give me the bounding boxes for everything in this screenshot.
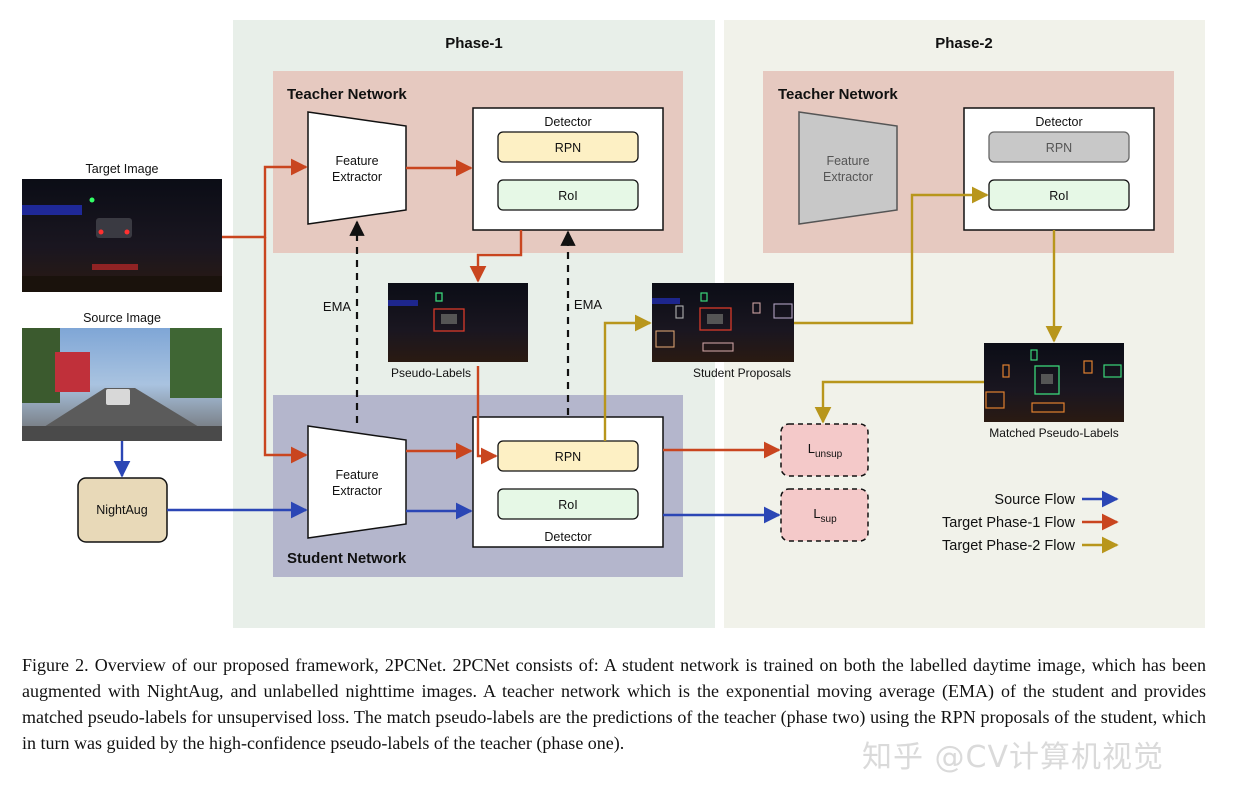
teacher-rpn-phase2 bbox=[988, 131, 1130, 163]
pseudo-labels-image bbox=[388, 283, 528, 362]
loss-sup-box bbox=[780, 488, 869, 542]
teacher-network-title-phase1: Teacher Network bbox=[287, 86, 407, 103]
student-roi-label: RoI bbox=[558, 498, 577, 512]
flow-matched-to-unsup-loss bbox=[814, 380, 984, 424]
student-feature-extractor bbox=[307, 425, 407, 539]
flow-target-to-student bbox=[263, 237, 308, 464]
teacher-roi-phase2 bbox=[988, 179, 1130, 211]
source-image-label: Source Image bbox=[83, 311, 161, 325]
teacher-detector-label-phase1: Detector bbox=[544, 115, 591, 129]
phase1-title: Phase-1 bbox=[445, 35, 503, 52]
legend-phase2-flow-label: Target Phase-2 Flow bbox=[942, 538, 1076, 554]
student-roi bbox=[497, 488, 639, 520]
teacher-fe-label2-phase2: Extractor bbox=[823, 170, 873, 184]
student-fe-label2: Extractor bbox=[332, 484, 382, 498]
legend-source-flow-label: Source Flow bbox=[994, 492, 1075, 508]
ema-label-left: EMA bbox=[323, 299, 352, 314]
target-image bbox=[22, 179, 222, 292]
target-image-label: Target Image bbox=[86, 162, 159, 176]
teacher-roi-phase1 bbox=[497, 179, 639, 211]
teacher-rpn-phase1 bbox=[497, 131, 639, 163]
teacher-roi-label-phase2: RoI bbox=[1049, 189, 1068, 203]
student-proposals-label: Student Proposals bbox=[693, 366, 791, 380]
teacher-rpn-label-phase1: RPN bbox=[555, 141, 581, 155]
student-rpn-label: RPN bbox=[555, 450, 581, 464]
legend: Source Flow Target Phase-1 Flow Target P… bbox=[942, 490, 1119, 554]
student-detector bbox=[472, 416, 664, 548]
student-network-title: Student Network bbox=[287, 550, 407, 567]
flow-proposals-to-teacher-roi bbox=[794, 186, 989, 325]
framework-diagram: Phase-1 Phase-2 Teacher Network Feature … bbox=[22, 20, 1205, 628]
teacher-rpn-label-phase2: RPN bbox=[1046, 141, 1072, 155]
source-image bbox=[22, 328, 222, 441]
flow-detector-to-pseudo-labels bbox=[469, 230, 523, 283]
loss-unsup-box bbox=[780, 423, 869, 477]
matched-pseudo-labels-image bbox=[984, 343, 1124, 422]
watermark: 知乎 @CV计算机视觉 bbox=[862, 740, 1165, 775]
pseudo-labels-label: Pseudo-Labels bbox=[391, 366, 471, 380]
student-fe-label1: Feature bbox=[335, 468, 378, 482]
flow-target-to-teacher bbox=[222, 158, 308, 239]
teacher-roi-label-phase1: RoI bbox=[558, 189, 577, 203]
student-detector-label: Detector bbox=[544, 530, 591, 544]
figure-caption: Figure 2. Overview of our proposed frame… bbox=[22, 655, 1206, 753]
ema-label-right: EMA bbox=[574, 297, 603, 312]
flow-student-rpn-to-proposals bbox=[603, 314, 652, 441]
teacher-feature-extractor-phase1 bbox=[307, 111, 407, 225]
teacher-feature-extractor-phase2 bbox=[798, 111, 898, 225]
teacher-fe-label2-phase1: Extractor bbox=[332, 170, 382, 184]
teacher-detector-label-phase2: Detector bbox=[1035, 115, 1082, 129]
student-proposals-image bbox=[652, 283, 794, 362]
flow-pseudo-labels-to-student-rpn bbox=[476, 366, 498, 465]
nightaug-label: NightAug bbox=[96, 503, 147, 517]
student-rpn bbox=[497, 440, 639, 472]
matched-pseudo-labels-label: Matched Pseudo-Labels bbox=[989, 426, 1118, 440]
legend-phase1-flow-label: Target Phase-1 Flow bbox=[942, 515, 1076, 531]
phase2-title: Phase-2 bbox=[935, 35, 993, 52]
teacher-network-title-phase2: Teacher Network bbox=[778, 86, 898, 103]
loss-unsup-label: Lunsup bbox=[808, 441, 843, 460]
teacher-fe-label1-phase2: Feature bbox=[826, 154, 869, 168]
loss-sup-label: Lsup bbox=[813, 506, 837, 525]
teacher-fe-label1-phase1: Feature bbox=[335, 154, 378, 168]
